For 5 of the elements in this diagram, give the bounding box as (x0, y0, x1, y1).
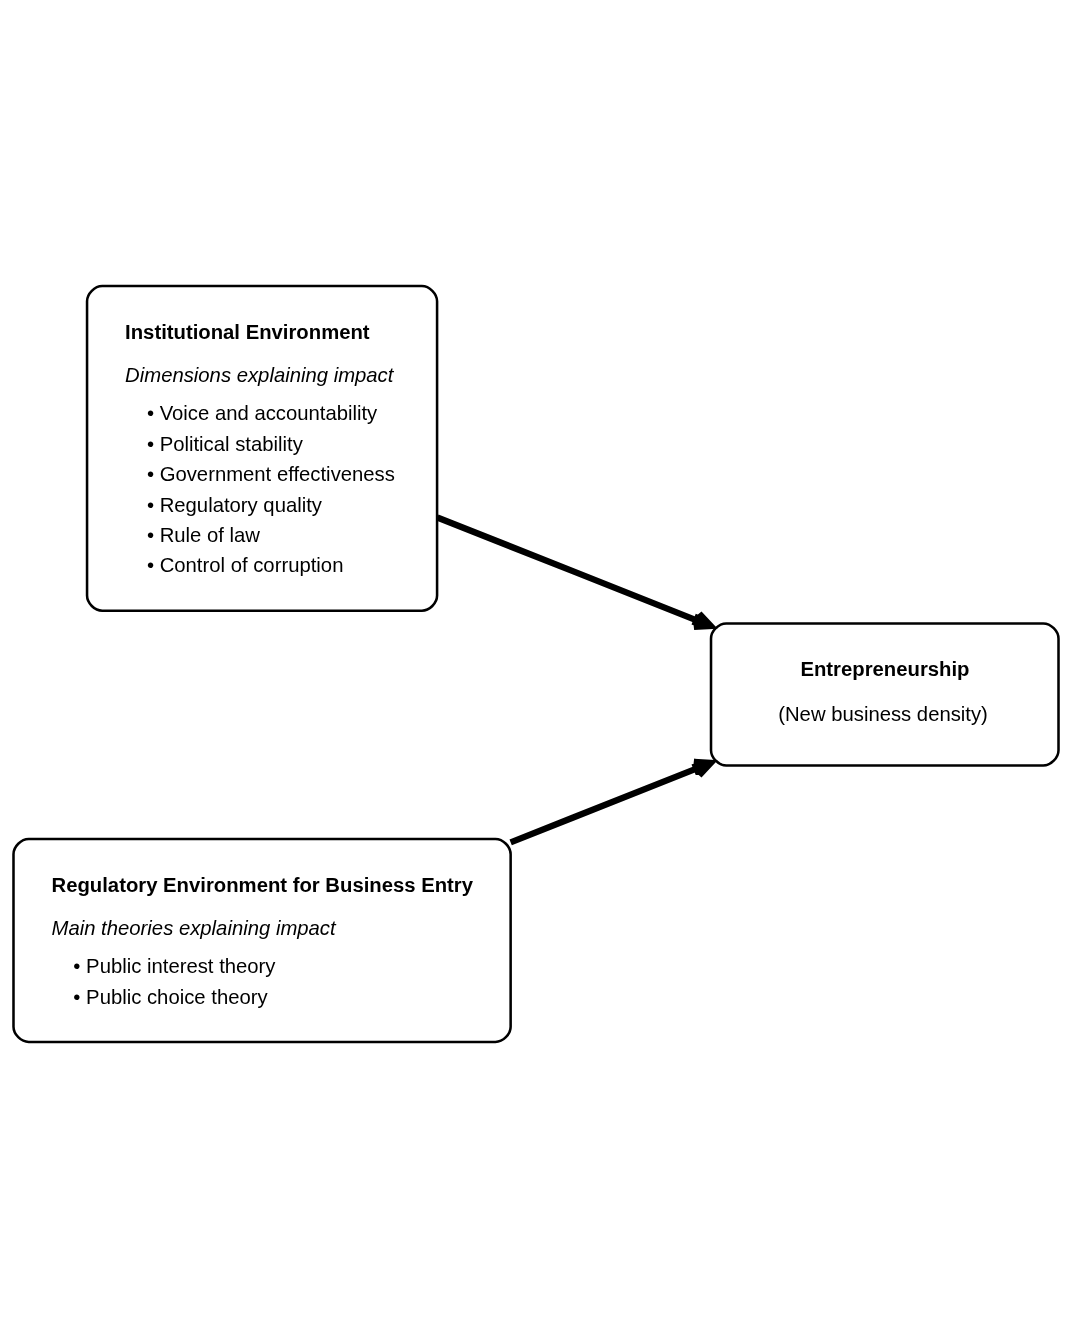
arrow (436, 514, 715, 631)
node-box: Regulatory Environment for Business Entry Main theories explaining impact • Public interest theory • Public choice theory (12, 837, 512, 1044)
node-box: Entrepreneurship (New business density) (709, 622, 1060, 767)
arrow (509, 758, 715, 846)
node-box: Institutional Environment Dimensions explaining impact • Voice and accountability • Political stability • Government effectiveness • Regulatory quality • Rule of law • Control of corruption (85, 284, 439, 612)
